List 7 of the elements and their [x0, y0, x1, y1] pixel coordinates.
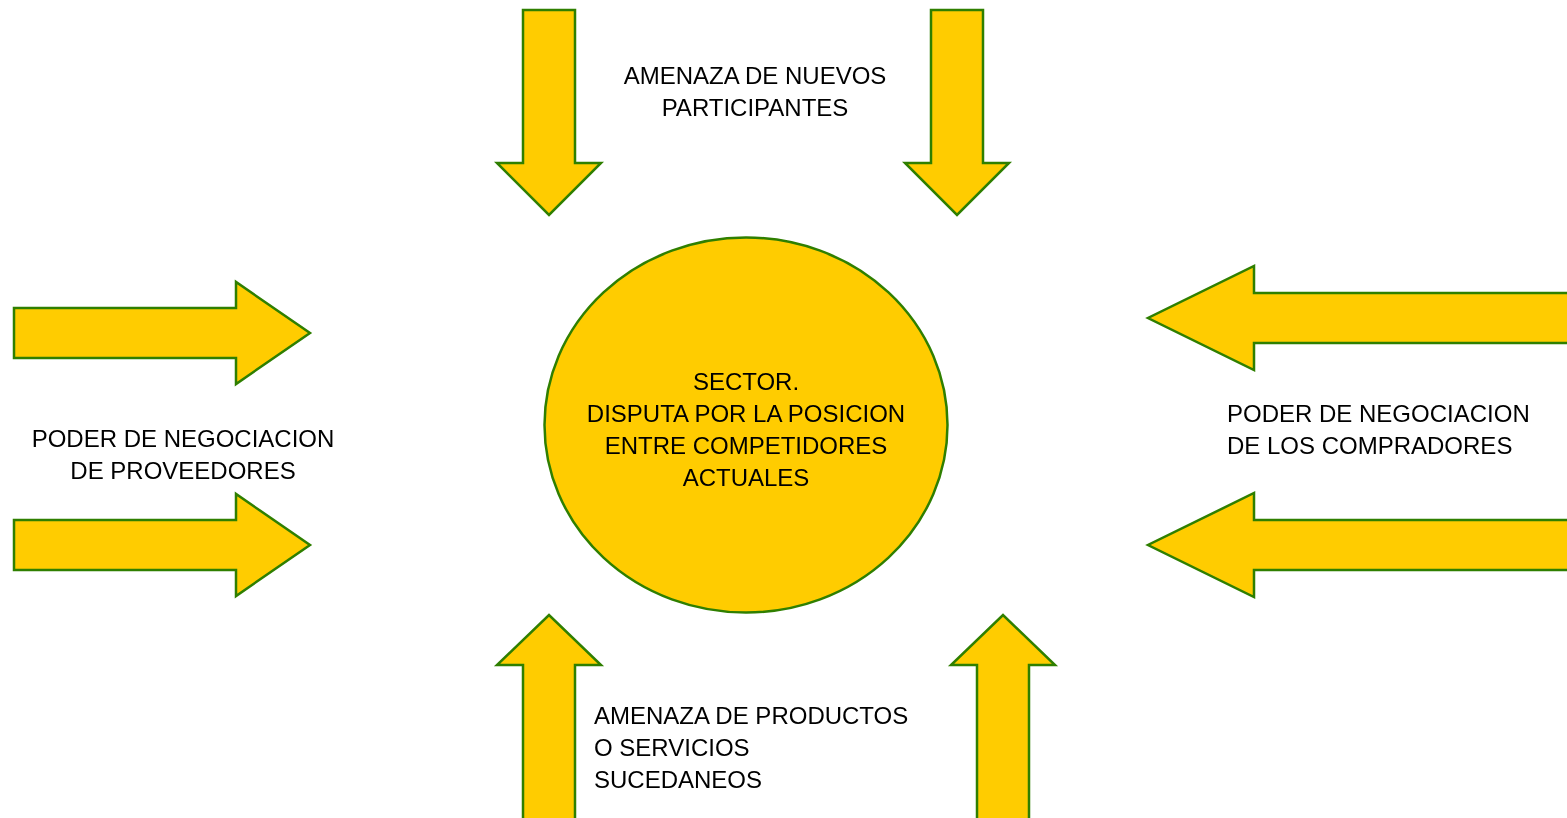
force-label: AMENAZA DE PRODUCTOS O SERVICIOS SUCEDANEOS: [594, 701, 910, 795]
force-label: AMENAZA DE NUEVOS PARTICIPANTES: [622, 61, 888, 123]
sector-heading: SECTOR.: [691, 367, 801, 397]
sector-text: DISPUTA POR LA POSICION ENTRE COMPETIDORES ACTUALES: [585, 399, 907, 493]
force-label: PODER DE NEGOCIACION DE LOS COMPRADORES: [1227, 399, 1531, 461]
force-label: PODER DE NEGOCIACION DE PROVEEDORES: [30, 424, 336, 486]
sector-ellipse: [543, 236, 949, 614]
